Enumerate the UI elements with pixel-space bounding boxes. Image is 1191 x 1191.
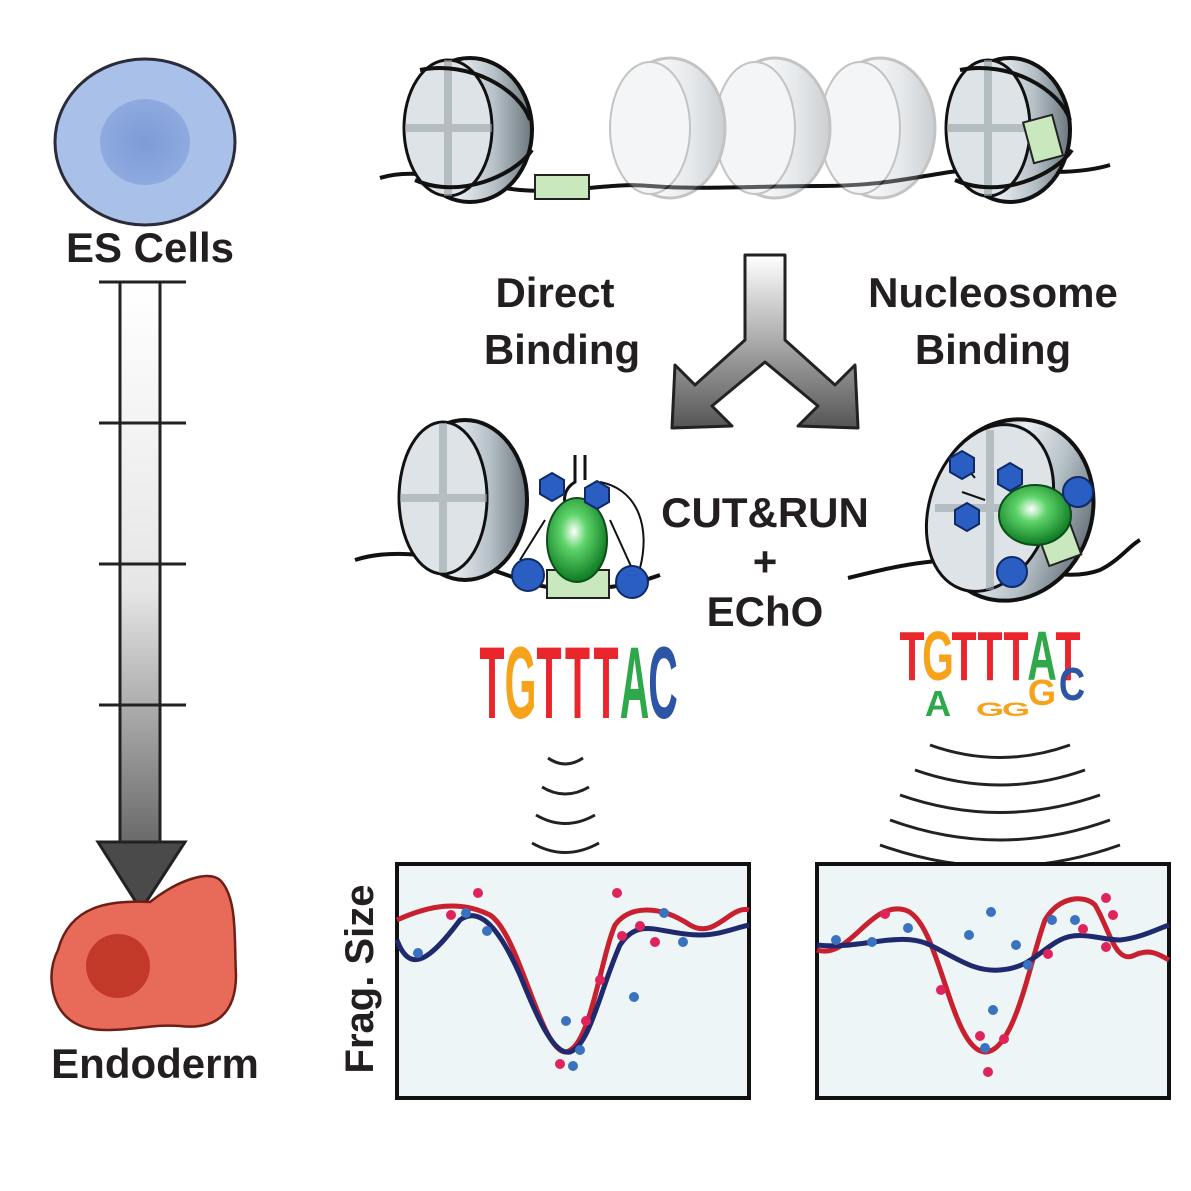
nucleosome-binding-line1: Nucleosome (868, 269, 1118, 316)
antibody-hex (539, 471, 565, 503)
mnase-pac (996, 556, 1028, 588)
motif-letter: T (978, 618, 1003, 696)
motif-letter: T (537, 625, 562, 741)
tf-protein (546, 497, 608, 583)
direct-binding-complex (354, 418, 661, 599)
motif-letter: T (952, 618, 977, 696)
signal-arcs-direct (531, 756, 600, 854)
es-cell (53, 57, 237, 227)
motif-letter: A (1027, 618, 1057, 696)
motif-letter-secondary: G (1002, 699, 1030, 721)
antibody-hex (584, 479, 610, 511)
endoderm-label: Endoderm (51, 1040, 259, 1087)
mnase-pac (511, 558, 545, 592)
antibody-hex (997, 461, 1023, 493)
motif-letter: T (565, 625, 590, 741)
motif-letter: G (505, 625, 537, 741)
motif-letter: T (900, 618, 925, 696)
antibody-hex (954, 501, 980, 533)
es-cells-label: ES Cells (66, 224, 234, 271)
mnase-pac (615, 565, 649, 599)
data-points (413, 888, 688, 1071)
nucleosome-left (402, 56, 534, 204)
dna-motif-site (534, 174, 590, 200)
plot-frame (395, 862, 751, 1100)
plot-ylabel: Frag. Size (338, 885, 382, 1074)
method-line1: CUT&RUN (661, 489, 869, 536)
antibody-hex (949, 449, 975, 481)
motif-letter: A (620, 625, 650, 741)
nucleosome-right (944, 56, 1074, 204)
motif-letter: G (922, 618, 954, 696)
plot-nucleosome (815, 862, 1171, 1100)
motif-letter: T (594, 625, 619, 741)
motif-letter-secondary: A (925, 683, 951, 724)
data-points (831, 893, 1118, 1077)
endoderm-nucleus (86, 934, 150, 998)
motif-letter: C (648, 625, 678, 741)
nucleosomal-motif-site (1021, 113, 1065, 165)
motif-letter-secondary: G (976, 699, 1004, 721)
plot-direct (394, 862, 751, 1100)
sliding-nucleosomes (609, 56, 937, 200)
fit-curve-red (395, 903, 750, 1055)
fit-curve-blue (816, 922, 1170, 973)
motif-letter: T (480, 625, 505, 741)
split-arrow (670, 253, 860, 430)
signal-arcs-nucleosome (879, 743, 1121, 868)
direct-binding-line2: Binding (484, 326, 640, 373)
method-line3: EChO (707, 588, 824, 635)
time-arrow (95, 280, 188, 913)
endoderm-cell (50, 874, 238, 1032)
motif-letter-secondary: C (1059, 658, 1085, 710)
plot-frame (815, 862, 1171, 1100)
nucleosome-binding-complex (847, 417, 1142, 603)
direct-binding-line1: Direct (495, 269, 614, 316)
nucleosome-binding-line2: Binding (915, 326, 1071, 373)
tf-protein-nucleosomal (998, 484, 1072, 546)
motif-letter: T (1004, 618, 1029, 696)
motif-letter: T (1056, 618, 1081, 696)
mnase-pac (1062, 476, 1094, 508)
fit-curve-red (816, 896, 1171, 1055)
method-line2: + (753, 538, 778, 585)
motif-letter-secondary: G (1028, 672, 1056, 713)
fit-curve-blue (394, 913, 750, 1055)
es-cell-nucleus (100, 99, 190, 185)
